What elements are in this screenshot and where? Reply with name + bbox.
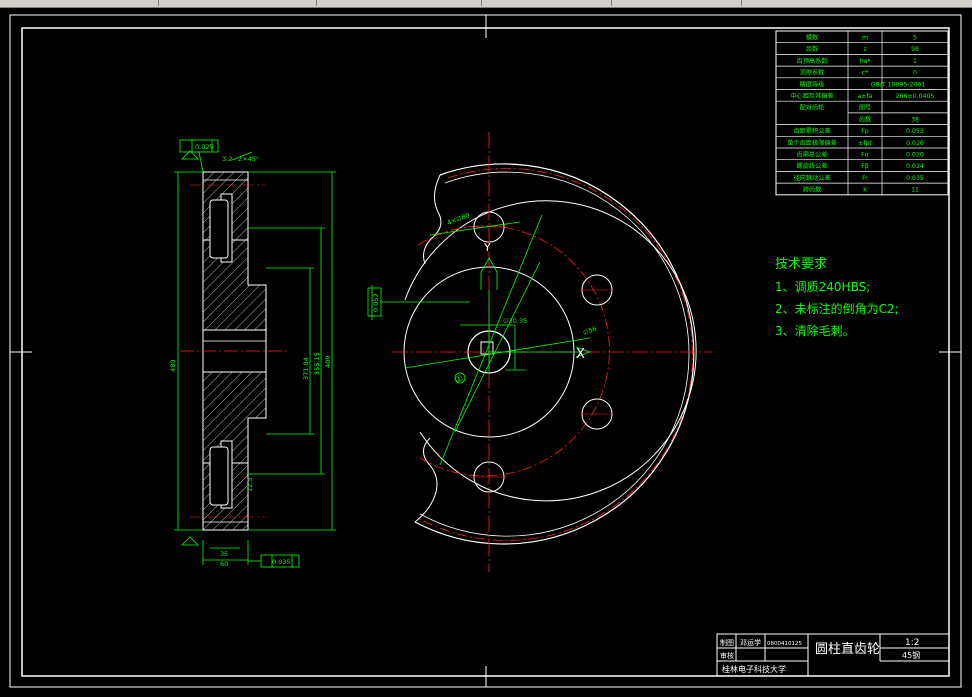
param-cell: 齿数 (806, 45, 819, 53)
keyway (480, 341, 494, 355)
toolbar-segment (611, 0, 742, 6)
param-cell: 螺旋线公差 (797, 162, 828, 170)
left-view-dimensions (174, 139, 336, 568)
inner-frame (21, 27, 950, 677)
gear-pitch-arc (417, 168, 694, 541)
cad-drawing-canvas: 模数 m 5 齿数 z 98 齿顶高系数 ha* 1 顶隙系数 c* 0 精度等级 GB/T 10095-… (9, 14, 962, 688)
break-line-top (423, 174, 442, 265)
gear-section-view (180, 171, 290, 531)
param-cell: 跨齿数 (803, 186, 822, 194)
dimension-label: 0.035 (272, 558, 291, 566)
param-cell: 齿距累积公差 (793, 127, 830, 135)
dimension-label: 371.84 (302, 357, 310, 380)
gear-parameter-table: 模数 m 5 齿数 z 98 齿顶高系数 ha* 1 顶隙系数 c* 0 精度等级 GB/T 10095-… (775, 30, 949, 196)
section-hole-bottom (209, 446, 229, 506)
gear-root-arc (419, 171, 690, 537)
param-cell: GB/T 10095-2001 (871, 81, 926, 88)
param-cell: 配对齿轮 (800, 104, 825, 112)
tech-req-item-3: 3、清除毛刺。 (775, 323, 855, 338)
toolbar-segment (158, 0, 317, 6)
title-label-drawn: 制图 (720, 638, 734, 647)
tech-req-item-2: 2、未标注的倒角为C2; (775, 301, 899, 316)
param-cell: 顶隙系数 (800, 69, 826, 77)
dimension-label: ∅56 (582, 325, 598, 337)
tech-req-item-1: 1、调质240HBS; (775, 280, 870, 294)
title-drawer: 邓运学 (740, 638, 761, 647)
param-cell: 266±0.0405 (896, 93, 935, 100)
dimension-label: 480 (169, 360, 177, 372)
param-cell: 径向跳动公差 (793, 174, 830, 182)
param-cell: 0.020 (906, 152, 924, 159)
param-cell: 齿数 (859, 115, 872, 123)
datum-marker: ① (455, 375, 463, 385)
param-cell: 精度等级 (800, 80, 825, 88)
dimension-label: 355.15 (313, 352, 321, 375)
title-block (716, 633, 950, 677)
dimension-label: 2×45° (238, 155, 259, 163)
param-cell: 5 (913, 35, 917, 42)
param-cell: z (863, 46, 866, 53)
dimension-label: 4×∅80 (446, 211, 471, 227)
param-cell: 11 (911, 187, 919, 194)
outer-frame (9, 14, 962, 688)
dimension-label: 0.052 (372, 293, 380, 312)
param-cell: 齿廓总公差 (797, 151, 828, 159)
dimension-label: 12.5 (246, 478, 254, 492)
axis-label-x: X (576, 347, 585, 362)
param-cell: c* (862, 70, 869, 77)
title-drawing-no: 0800410125 (767, 641, 802, 647)
toolbar-segment (0, 0, 159, 6)
technical-requirements: 技术要求 1、调质240HBS; 2、未标注的倒角为C2; 3、清除毛刺。 (775, 257, 899, 338)
param-cell: 1 (913, 58, 917, 65)
window-toolbar-strip (0, 0, 972, 8)
toolbar-segment (481, 0, 612, 6)
face-view-dim-labels: 4×∅80 ∅20.35 ∅56 0.052 (372, 211, 598, 337)
param-cell: 图号 (859, 105, 871, 112)
param-cell: Fβ (861, 163, 869, 170)
param-cell: k (863, 187, 867, 194)
title-part-name: 圆柱直齿轮 (815, 642, 880, 657)
param-cell: 0.035 (906, 175, 924, 182)
title-label-check: 审核 (720, 651, 734, 660)
title-material: 45钢 (902, 650, 920, 660)
param-cell: 齿顶高系数 (797, 57, 829, 65)
param-cell: m (862, 35, 868, 42)
param-cell: ha* (860, 58, 871, 65)
param-cell: 0.026 (906, 140, 924, 147)
title-scale: 1:2 (905, 638, 919, 648)
param-cell: 0.053 (906, 128, 924, 135)
dimension-label: 400 (324, 356, 332, 368)
break-line-bottom (414, 437, 438, 523)
param-cell: Fα (861, 152, 869, 159)
param-cell: 单个齿距极限偏差 (787, 139, 837, 147)
param-cell: ±fpt (858, 140, 872, 147)
dimension-label: 0.025 (195, 143, 214, 151)
dimension-label: 60 (220, 560, 228, 568)
web-outer-arc (404, 200, 697, 502)
face-view-dimensions (367, 214, 592, 466)
param-cell: a±fa (858, 93, 873, 100)
param-cell: Fp (861, 128, 869, 135)
gear-face-view (392, 132, 712, 572)
tech-req-title: 技术要求 (775, 257, 827, 272)
toolbar-segment (316, 0, 482, 6)
param-cell: 38 (911, 116, 919, 123)
param-cell: 0 (913, 70, 917, 77)
gear-tip-arc (414, 163, 695, 545)
dimension-label: ∅20.35 (503, 317, 527, 325)
param-cell: 中心距及其偏差 (790, 92, 833, 100)
dimension-label: 3.2 (222, 155, 232, 163)
dimension-label: 35 (220, 550, 228, 558)
param-cell: 0.024 (906, 163, 924, 170)
axis-label-y: Y (483, 241, 491, 254)
param-cell: Fr (862, 175, 868, 182)
section-hole-top (209, 199, 229, 259)
title-school: 桂林电子科技大学 (722, 664, 786, 674)
param-cell: 模数 (806, 34, 819, 42)
param-cell: 98 (911, 46, 919, 53)
